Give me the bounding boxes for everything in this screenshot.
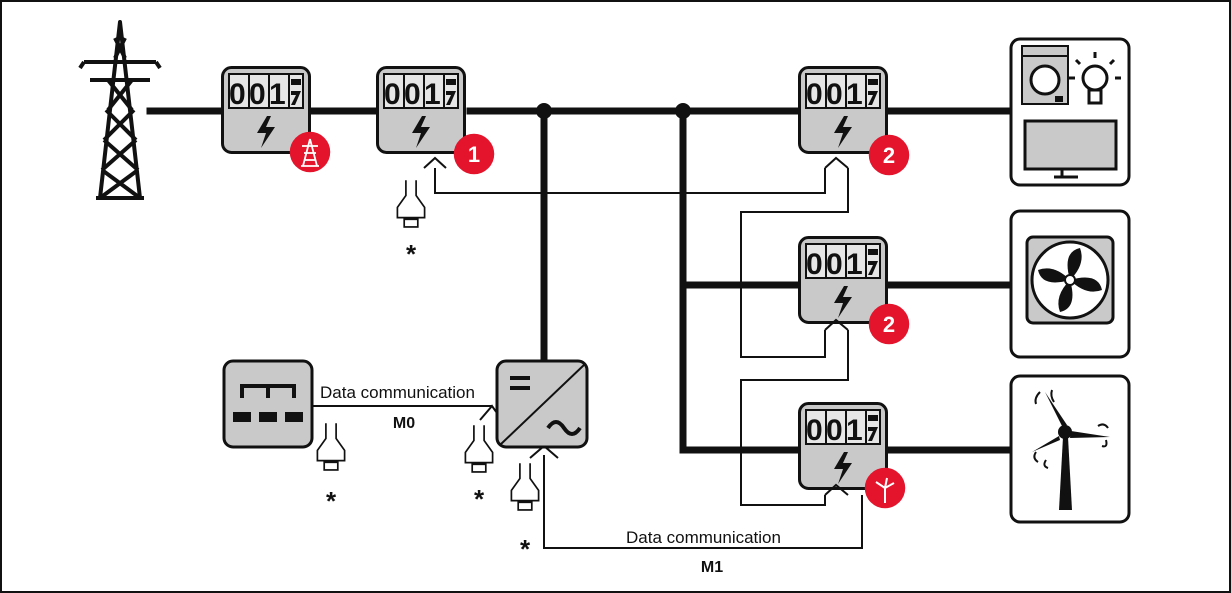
junction-dot [675,103,691,119]
terminator-plug: * [396,179,426,269]
m1-label: Data communication [626,528,781,547]
m1-id: M1 [701,559,723,576]
svg-text:*: * [474,484,485,514]
svg-text:*: * [520,534,531,564]
meter-connectors [423,156,849,496]
svg-text:0: 0 [249,78,266,111]
svg-text:0: 0 [826,248,843,281]
meter-badge-number: 1 [468,142,480,167]
svg-text:0: 0 [806,248,823,281]
grid-meter: 0 0 1 [220,66,331,173]
primary-meter: 0 0 1 1 [375,66,495,175]
svg-text:1: 1 [846,248,863,281]
m0-label: Data communication [320,383,475,402]
generator-meter: 0 0 1 [797,402,906,509]
terminator-plug: * [316,422,346,516]
data-lines [312,168,863,549]
svg-text:1: 1 [424,78,441,111]
meter-badge-number: 2 [883,143,895,168]
terminator-plug: * [510,462,540,564]
svg-text:*: * [326,486,337,516]
heatpump-meter: 0 0 1 2 [797,236,910,345]
network-hub-icon [222,359,314,449]
svg-text:0: 0 [826,414,843,447]
load-meter: 0 0 1 2 [797,66,910,176]
svg-text:1: 1 [846,414,863,447]
wind-turbine-badge [864,467,906,509]
pylon-icon [78,20,162,200]
svg-text:1: 1 [269,78,286,111]
svg-text:*: * [406,239,417,269]
terminator-plug: * [464,424,494,514]
svg-text:0: 0 [229,78,246,111]
fan-icon [1009,209,1131,359]
power-lines [146,107,1014,454]
svg-text:1: 1 [846,78,863,111]
m0-id: M0 [393,415,415,432]
svg-text:0: 0 [806,78,823,111]
svg-text:0: 0 [826,78,843,111]
wind-turbine-icon [1009,374,1131,524]
svg-text:0: 0 [806,414,823,447]
svg-text:0: 0 [384,78,401,111]
dc-ac-inverter-icon [495,359,589,449]
junction-dot [536,103,552,119]
svg-text:0: 0 [404,78,421,111]
appliances-icon [1009,37,1131,187]
grid-pylon-badge [289,131,331,173]
meter-badge-number: 2 [883,312,895,337]
